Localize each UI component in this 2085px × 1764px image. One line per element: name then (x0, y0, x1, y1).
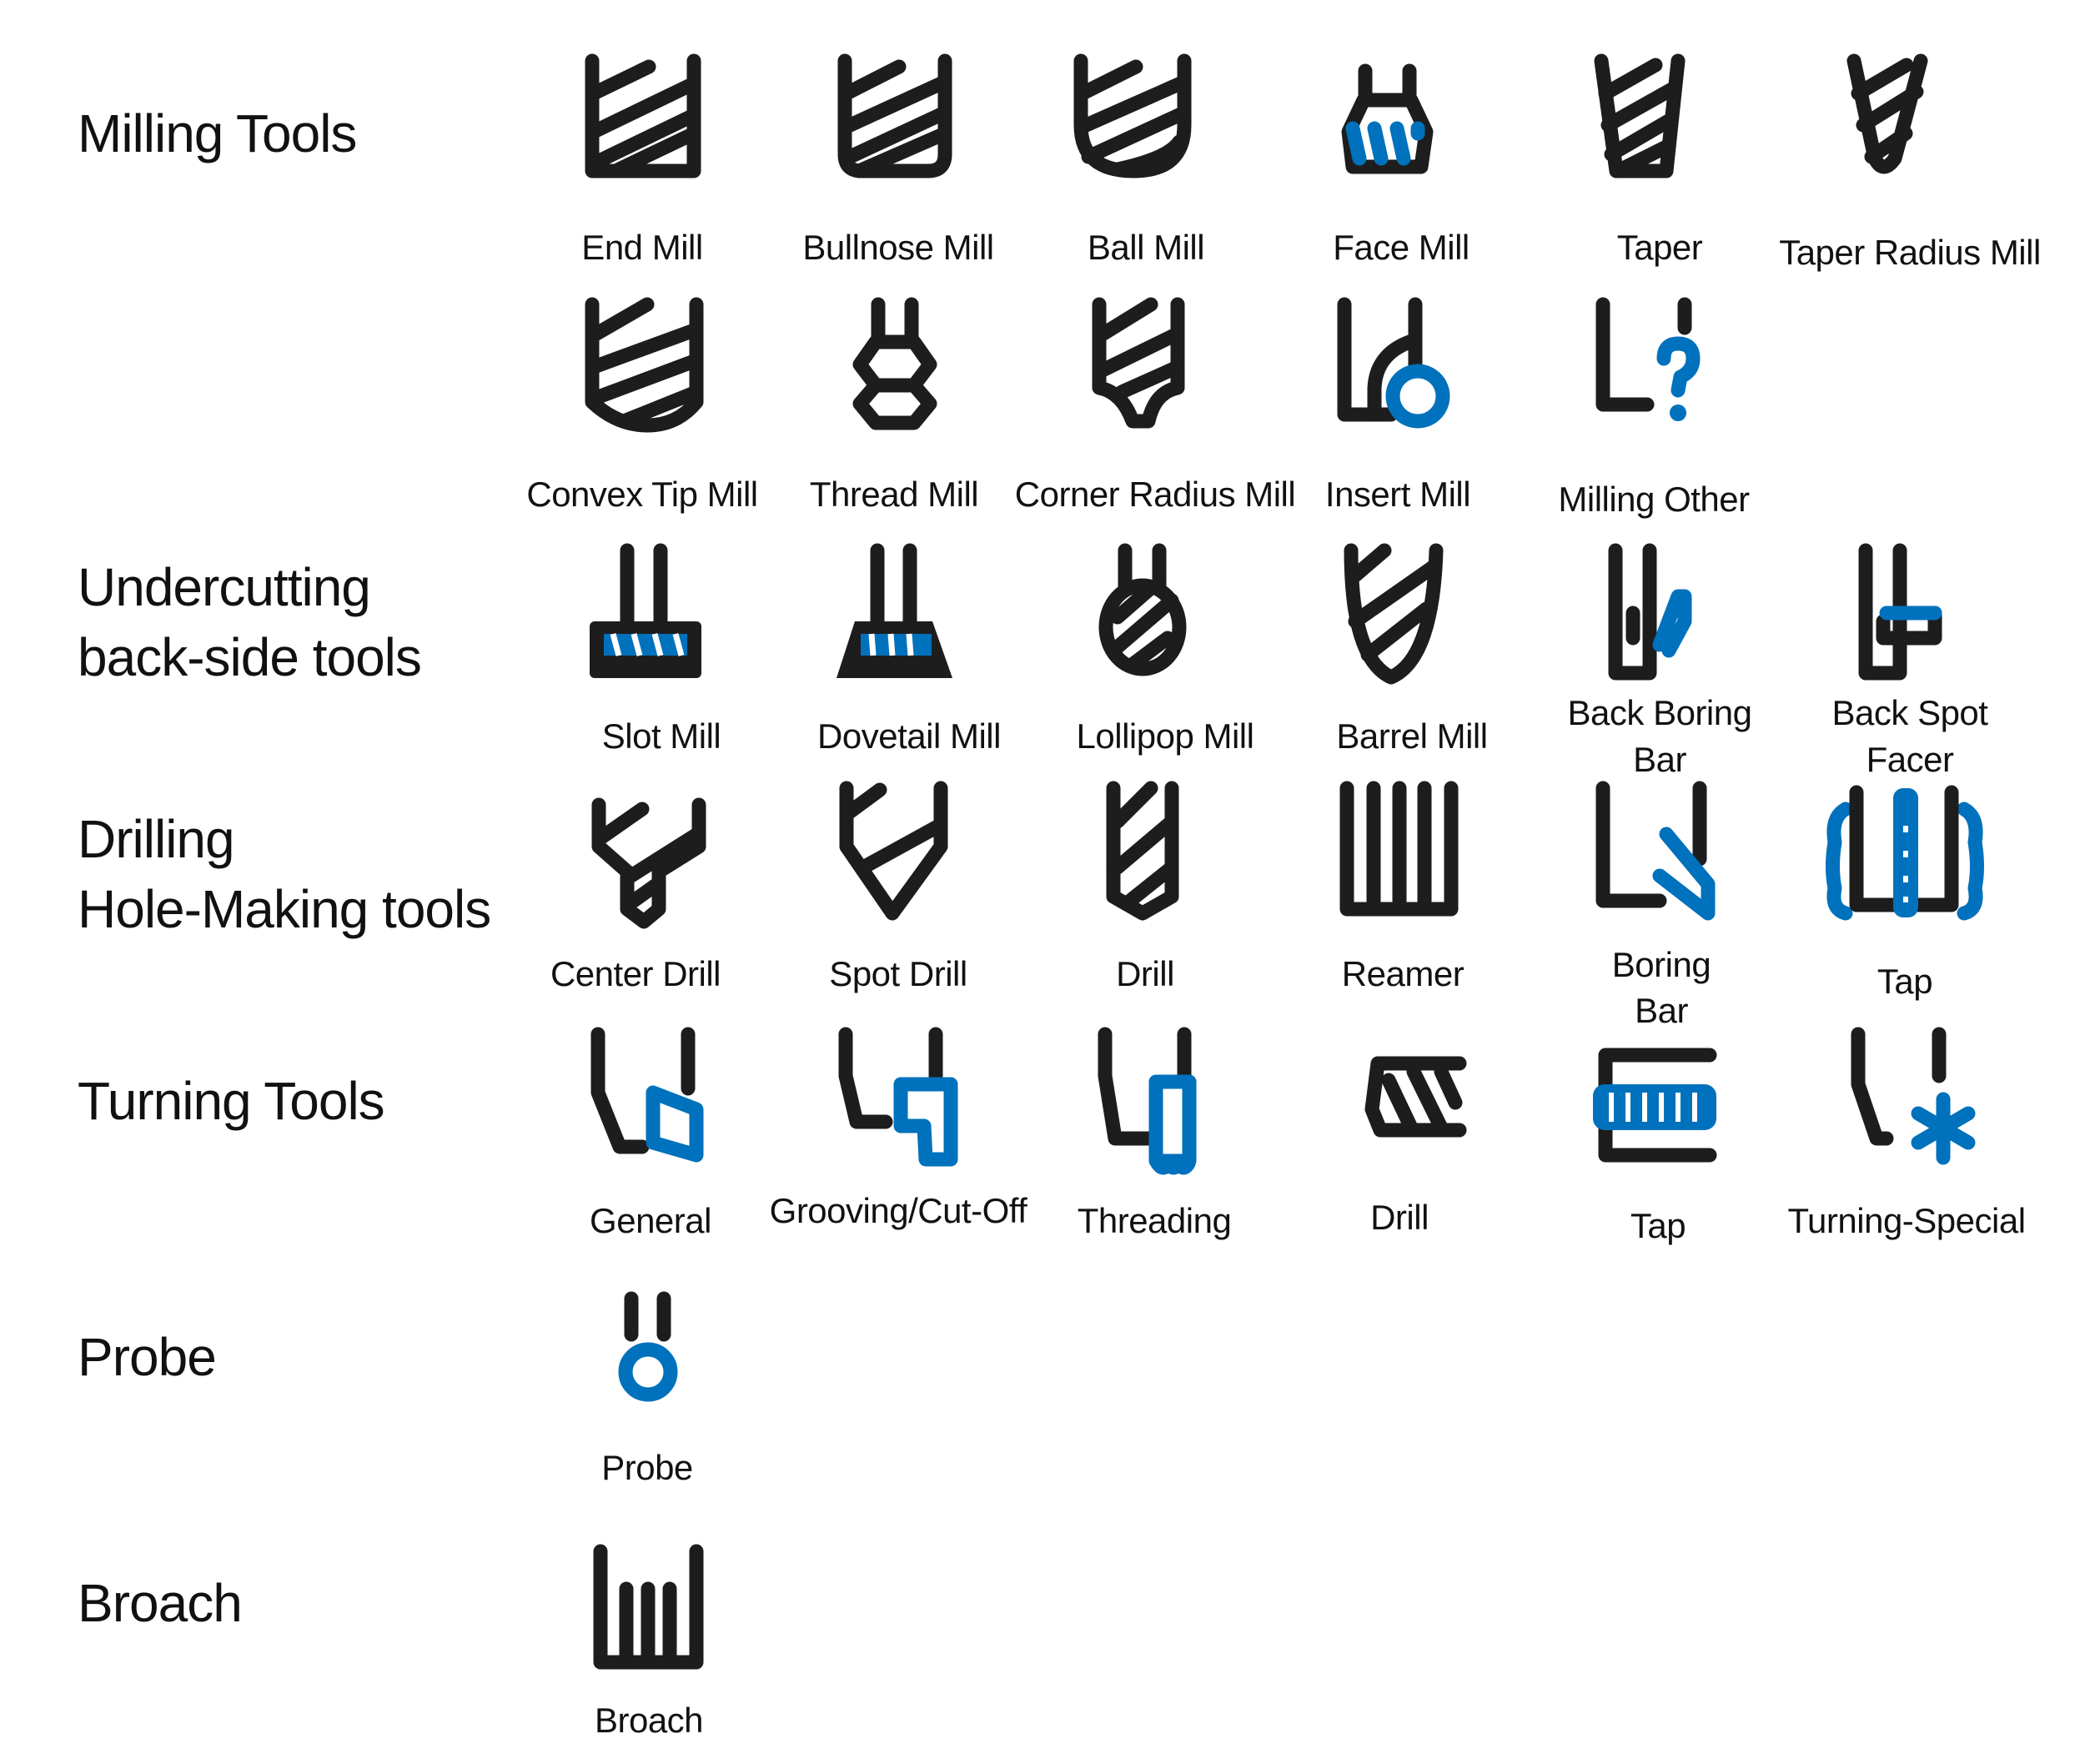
lollipop-mill-icon[interactable] (1098, 543, 1187, 676)
spot-drill-label: Spot Drill (829, 954, 967, 993)
turning-drill-icon[interactable] (1364, 1056, 1467, 1138)
broach-label: Broach (594, 1701, 704, 1740)
milling-other-icon[interactable] (1595, 297, 1701, 421)
probe-label: Probe (601, 1448, 693, 1487)
section-heading-broach: Broach (78, 1573, 243, 1633)
turning-general-icon[interactable] (590, 1027, 704, 1163)
dovetail-mill-label: Dovetail Mill (817, 716, 1001, 756)
taper-label: Taper (1616, 228, 1703, 267)
section-heading-drilling-line2: Hole-Making tools (78, 879, 491, 939)
spot-drill-icon[interactable] (839, 781, 948, 921)
slot-mill-icon[interactable] (590, 543, 701, 678)
back-boring-bar-label-line2: Bar (1633, 740, 1686, 779)
tap-label: Tap (1876, 962, 1933, 1001)
back-boring-bar-icon[interactable] (1608, 543, 1692, 681)
taper-radius-mill-label: Taper Radius Mill (1779, 233, 2041, 272)
section-heading-undercutting-line1: Undercutting (78, 557, 371, 617)
insert-mill-icon[interactable] (1337, 297, 1450, 429)
taper-mill-icon[interactable] (1594, 53, 1686, 178)
back-spot-facer-label-line1: Back Spot (1831, 693, 1988, 732)
turning-general-label: General (590, 1201, 711, 1240)
end-mill-icon[interactable] (585, 53, 701, 178)
boring-bar-icon[interactable] (1595, 781, 1716, 921)
turning-tap-icon[interactable] (1593, 1048, 1717, 1163)
back-spot-facer-label-line2: Facer (1866, 740, 1954, 779)
face-mill-icon[interactable] (1341, 63, 1434, 174)
asterisk-icon (1911, 1092, 1976, 1165)
grooving-cutoff-icon[interactable] (838, 1027, 958, 1167)
bullnose-mill-label: Bullnose Mill (802, 228, 994, 267)
face-mill-label: Face Mill (1333, 228, 1470, 267)
bullnose-mill-icon[interactable] (837, 53, 952, 178)
turning-tap-label: Tap (1630, 1206, 1686, 1245)
section-heading-milling: Milling Tools (78, 103, 357, 163)
slot-mill-label: Slot Mill (601, 716, 721, 756)
drill-icon[interactable] (1106, 781, 1179, 921)
section-heading-probe: Probe (78, 1327, 217, 1387)
turning-special-label: Turning-Special (1787, 1201, 2026, 1240)
back-spot-facer-icon[interactable] (1858, 543, 1942, 681)
turning-threading-icon[interactable] (1098, 1027, 1197, 1175)
section-heading-turning: Turning Tools (78, 1071, 385, 1131)
turning-drill-label: Drill (1370, 1198, 1429, 1237)
section-heading-undercutting-line2: back-side tools (78, 627, 422, 687)
dovetail-mill-icon[interactable] (837, 543, 952, 678)
tap-icon[interactable] (1826, 785, 1984, 921)
barrel-mill-label: Barrel Mill (1336, 716, 1488, 756)
turning-special-icon[interactable] (1851, 1027, 1976, 1165)
corner-radius-mill-label: Corner Radius Mill (1014, 475, 1296, 514)
center-drill-label: Center Drill (550, 954, 721, 993)
back-boring-bar-label-line1: Back Boring (1567, 693, 1752, 732)
milling-other-label: Milling Other (1558, 480, 1750, 519)
barrel-mill-icon[interactable] (1344, 543, 1444, 685)
boring-bar-label-line1: Boring (1611, 945, 1711, 984)
drill-label: Drill (1116, 954, 1174, 993)
turning-threading-label: Threading (1077, 1201, 1232, 1240)
ball-mill-label: Ball Mill (1087, 228, 1205, 267)
lollipop-mill-label: Lollipop Mill (1076, 716, 1254, 756)
grooving-cutoff-label: Grooving/Cut-Off (769, 1191, 1027, 1230)
ball-mill-icon[interactable] (1073, 53, 1192, 178)
broach-icon[interactable] (593, 1544, 704, 1670)
reamer-icon[interactable] (1339, 781, 1459, 917)
thread-mill-icon[interactable] (852, 297, 937, 430)
boring-bar-label-line2: Bar (1635, 991, 1688, 1030)
reamer-label: Reamer (1341, 954, 1465, 993)
insert-mill-label: Insert Mill (1324, 475, 1471, 514)
corner-radius-mill-icon[interactable] (1092, 297, 1185, 429)
convex-tip-mill-icon[interactable] (585, 297, 704, 433)
probe-icon[interactable] (618, 1291, 678, 1402)
taper-radius-mill-icon[interactable] (1846, 53, 1928, 174)
section-heading-drilling-line1: Drilling (78, 809, 235, 869)
end-mill-label: End Mill (581, 228, 703, 267)
center-drill-icon[interactable] (591, 797, 706, 929)
convex-tip-mill-label: Convex Tip Mill (526, 475, 758, 514)
thread-mill-label: Thread Mill (809, 475, 979, 514)
